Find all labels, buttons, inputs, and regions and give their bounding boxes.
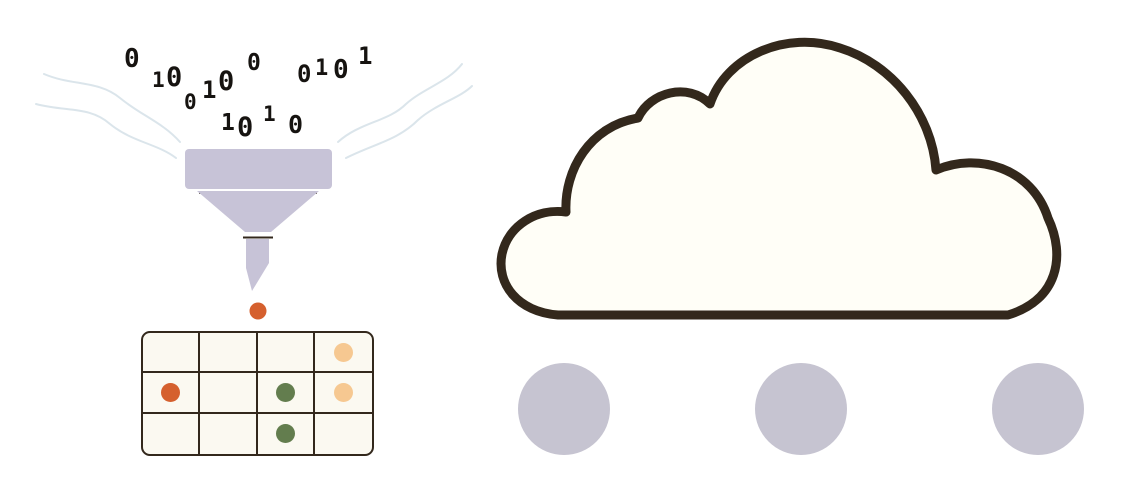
binary-digit: 0 (288, 110, 304, 139)
data-dot-green (275, 382, 295, 402)
data-dot-peach (333, 382, 353, 402)
binary-digit: 0 (184, 90, 197, 114)
table-cell (143, 373, 201, 414)
cloud-node-circle (755, 363, 847, 455)
binary-digit: 1 (358, 42, 373, 70)
wave-lines (35, 63, 473, 159)
table-cell (258, 413, 315, 454)
cloud-nodes (518, 363, 1084, 455)
table-cell (314, 333, 372, 374)
table-cell (200, 413, 258, 454)
data-dot-orange (161, 382, 181, 402)
cloud-icon (496, 37, 1062, 320)
table-cell (143, 413, 201, 454)
data-dot-peach (333, 342, 353, 362)
table-cell (315, 414, 372, 454)
table-cell (143, 333, 201, 374)
binary-digit: 0 (166, 62, 183, 93)
binary-digit: 1 (221, 110, 235, 136)
cloud-node-circle (518, 363, 610, 455)
binary-digit: 0 (124, 44, 140, 74)
binary-digit: 1 (152, 68, 165, 92)
cloud-illustration (460, 0, 1124, 500)
binary-digit: 0 (237, 112, 254, 143)
table-cell (200, 373, 258, 414)
data-funnel-illustration: 0 1 0 0 1 0 0 0 1 0 1 1 0 1 0 (0, 0, 500, 500)
data-dot-green (275, 424, 295, 444)
table-cell (200, 333, 258, 374)
table-cell (314, 373, 372, 414)
binary-digit: 0 (218, 66, 235, 97)
funnel-graphic (35, 63, 473, 320)
binary-digit: 0 (297, 60, 312, 88)
binary-digit: 0 (247, 50, 261, 76)
funnel-icon (185, 149, 332, 291)
table-cell (257, 333, 315, 374)
binary-digit: 1 (202, 76, 217, 104)
cloud-node-circle (992, 363, 1084, 455)
falling-data-dot (249, 302, 267, 320)
data-table (141, 331, 374, 456)
binary-digit: 1 (315, 56, 329, 81)
binary-digit: 1 (263, 102, 276, 126)
table-cell (257, 373, 315, 414)
binary-digit: 0 (333, 55, 349, 85)
